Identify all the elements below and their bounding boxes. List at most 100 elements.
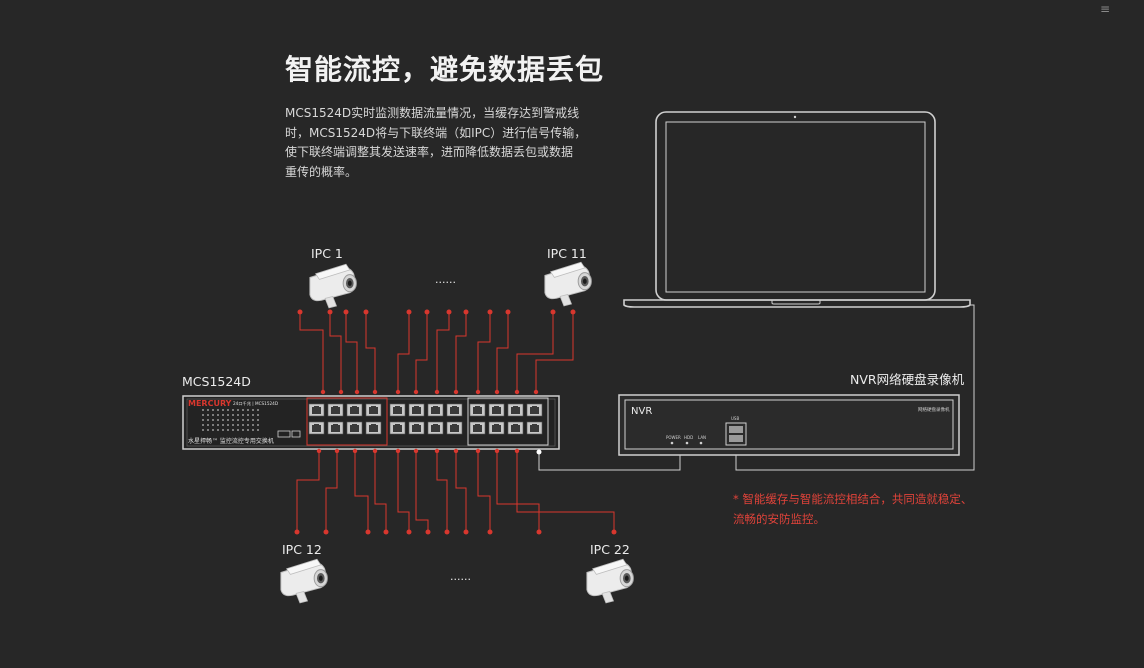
nvr-led-label: HDD (684, 435, 693, 440)
led-dot (212, 424, 214, 426)
cable-end (395, 389, 401, 395)
led-dot (247, 419, 249, 421)
led-dot (207, 414, 209, 416)
cable-end (338, 389, 344, 395)
led-dot (207, 409, 209, 411)
cable-end (425, 529, 431, 535)
description-line: 重传的概率。 (285, 164, 358, 179)
cable-end (383, 529, 389, 535)
cable-end (446, 309, 452, 315)
ethernet-port (507, 403, 524, 417)
led-dot (252, 429, 254, 431)
cable-end (505, 309, 511, 315)
led-dot (202, 424, 204, 426)
cable-end (550, 309, 556, 315)
led-dot (247, 409, 249, 411)
menu-icon[interactable]: ≡ (1099, 2, 1110, 16)
led-dot (247, 424, 249, 426)
cable-end (316, 448, 322, 454)
cable-end (352, 448, 358, 454)
ethernet-port (507, 421, 524, 435)
ethernet-port (408, 421, 425, 435)
cable-end (372, 389, 378, 395)
description: MCS1524D实时监测数据流量情况，当缓存达到警戒线 时，MCS1524D将与… (285, 104, 605, 182)
switch-model-text: 24口千兆 | MCS1524D (233, 400, 278, 407)
cable-end (536, 529, 542, 535)
description-line: 时，MCS1524D将与下联终端（如IPC）进行信号传输， (285, 125, 587, 140)
cable-end (453, 448, 459, 454)
led-dot (242, 429, 244, 431)
led-dot (252, 419, 254, 421)
cable-end (463, 529, 469, 535)
ethernet-port (427, 403, 444, 417)
ethernet-port (389, 403, 406, 417)
cable-end (533, 389, 539, 395)
led-dot (202, 409, 204, 411)
led-dot (202, 429, 204, 431)
footnote-line: * 智能缓存与智能流控相结合，共同造就稳定、 (733, 492, 973, 506)
led-dot (257, 429, 259, 431)
switch-sub-text: 水星捍畅™ 监控流控专用交换机 (188, 437, 274, 445)
cable-end (444, 529, 450, 535)
cable-end (434, 448, 440, 454)
led-dot (217, 419, 219, 421)
cable (477, 312, 491, 392)
cable (329, 312, 342, 392)
led-dot (242, 424, 244, 426)
cable-end (494, 389, 500, 395)
cable (415, 451, 429, 532)
description-line: 使下联终端调整其发送速率，进而降低数据丢包或数据 (285, 145, 574, 159)
led-dot (207, 419, 209, 421)
cable (516, 451, 615, 532)
cable-end (413, 389, 419, 395)
nvr-led-label: POWER (666, 435, 681, 440)
nvr-label: NVR网络硬盘录像机 (850, 372, 965, 387)
nvr-led-label: LAN (698, 435, 706, 440)
led-dot (202, 414, 204, 416)
led-dot (237, 409, 239, 411)
cable (496, 312, 509, 392)
cable-end (323, 529, 329, 535)
ethernet-port (346, 403, 363, 417)
ethernet-port (469, 403, 486, 417)
cable-end (406, 529, 412, 535)
cable-end (294, 529, 300, 535)
led-dot (237, 424, 239, 426)
cable-end (463, 309, 469, 315)
laptop-nvr-cable (735, 304, 975, 471)
ipc-label: IPC 22 (590, 542, 630, 557)
ethernet-port (408, 403, 425, 417)
led-dot (232, 419, 234, 421)
footnote-line: 流畅的安防监控。 (733, 512, 825, 526)
led-dot (222, 409, 224, 411)
led-dot (207, 424, 209, 426)
cable-end (487, 529, 493, 535)
led-dot (232, 409, 234, 411)
led-dot (222, 419, 224, 421)
ethernet-port (327, 421, 344, 435)
cable-end (320, 389, 326, 395)
ethernet-port (346, 421, 363, 435)
led-dot (232, 424, 234, 426)
led-dot (257, 414, 259, 416)
led-dot (222, 429, 224, 431)
led-dot (217, 409, 219, 411)
ethernet-port (526, 421, 543, 435)
camera-icon (309, 263, 357, 309)
led-dot (257, 409, 259, 411)
cable (455, 312, 467, 392)
cable-end (453, 389, 459, 395)
cable-end (514, 389, 520, 395)
led-dot (202, 419, 204, 421)
cable-end (475, 389, 481, 395)
cable-end (354, 389, 360, 395)
led-dot (212, 429, 214, 431)
led-dot (217, 429, 219, 431)
led-dot (207, 429, 209, 431)
cable (354, 451, 369, 532)
led-dot (257, 419, 259, 421)
led-dot (222, 414, 224, 416)
cable-end (413, 448, 419, 454)
cable-end (365, 529, 371, 535)
cable-end (514, 448, 520, 454)
